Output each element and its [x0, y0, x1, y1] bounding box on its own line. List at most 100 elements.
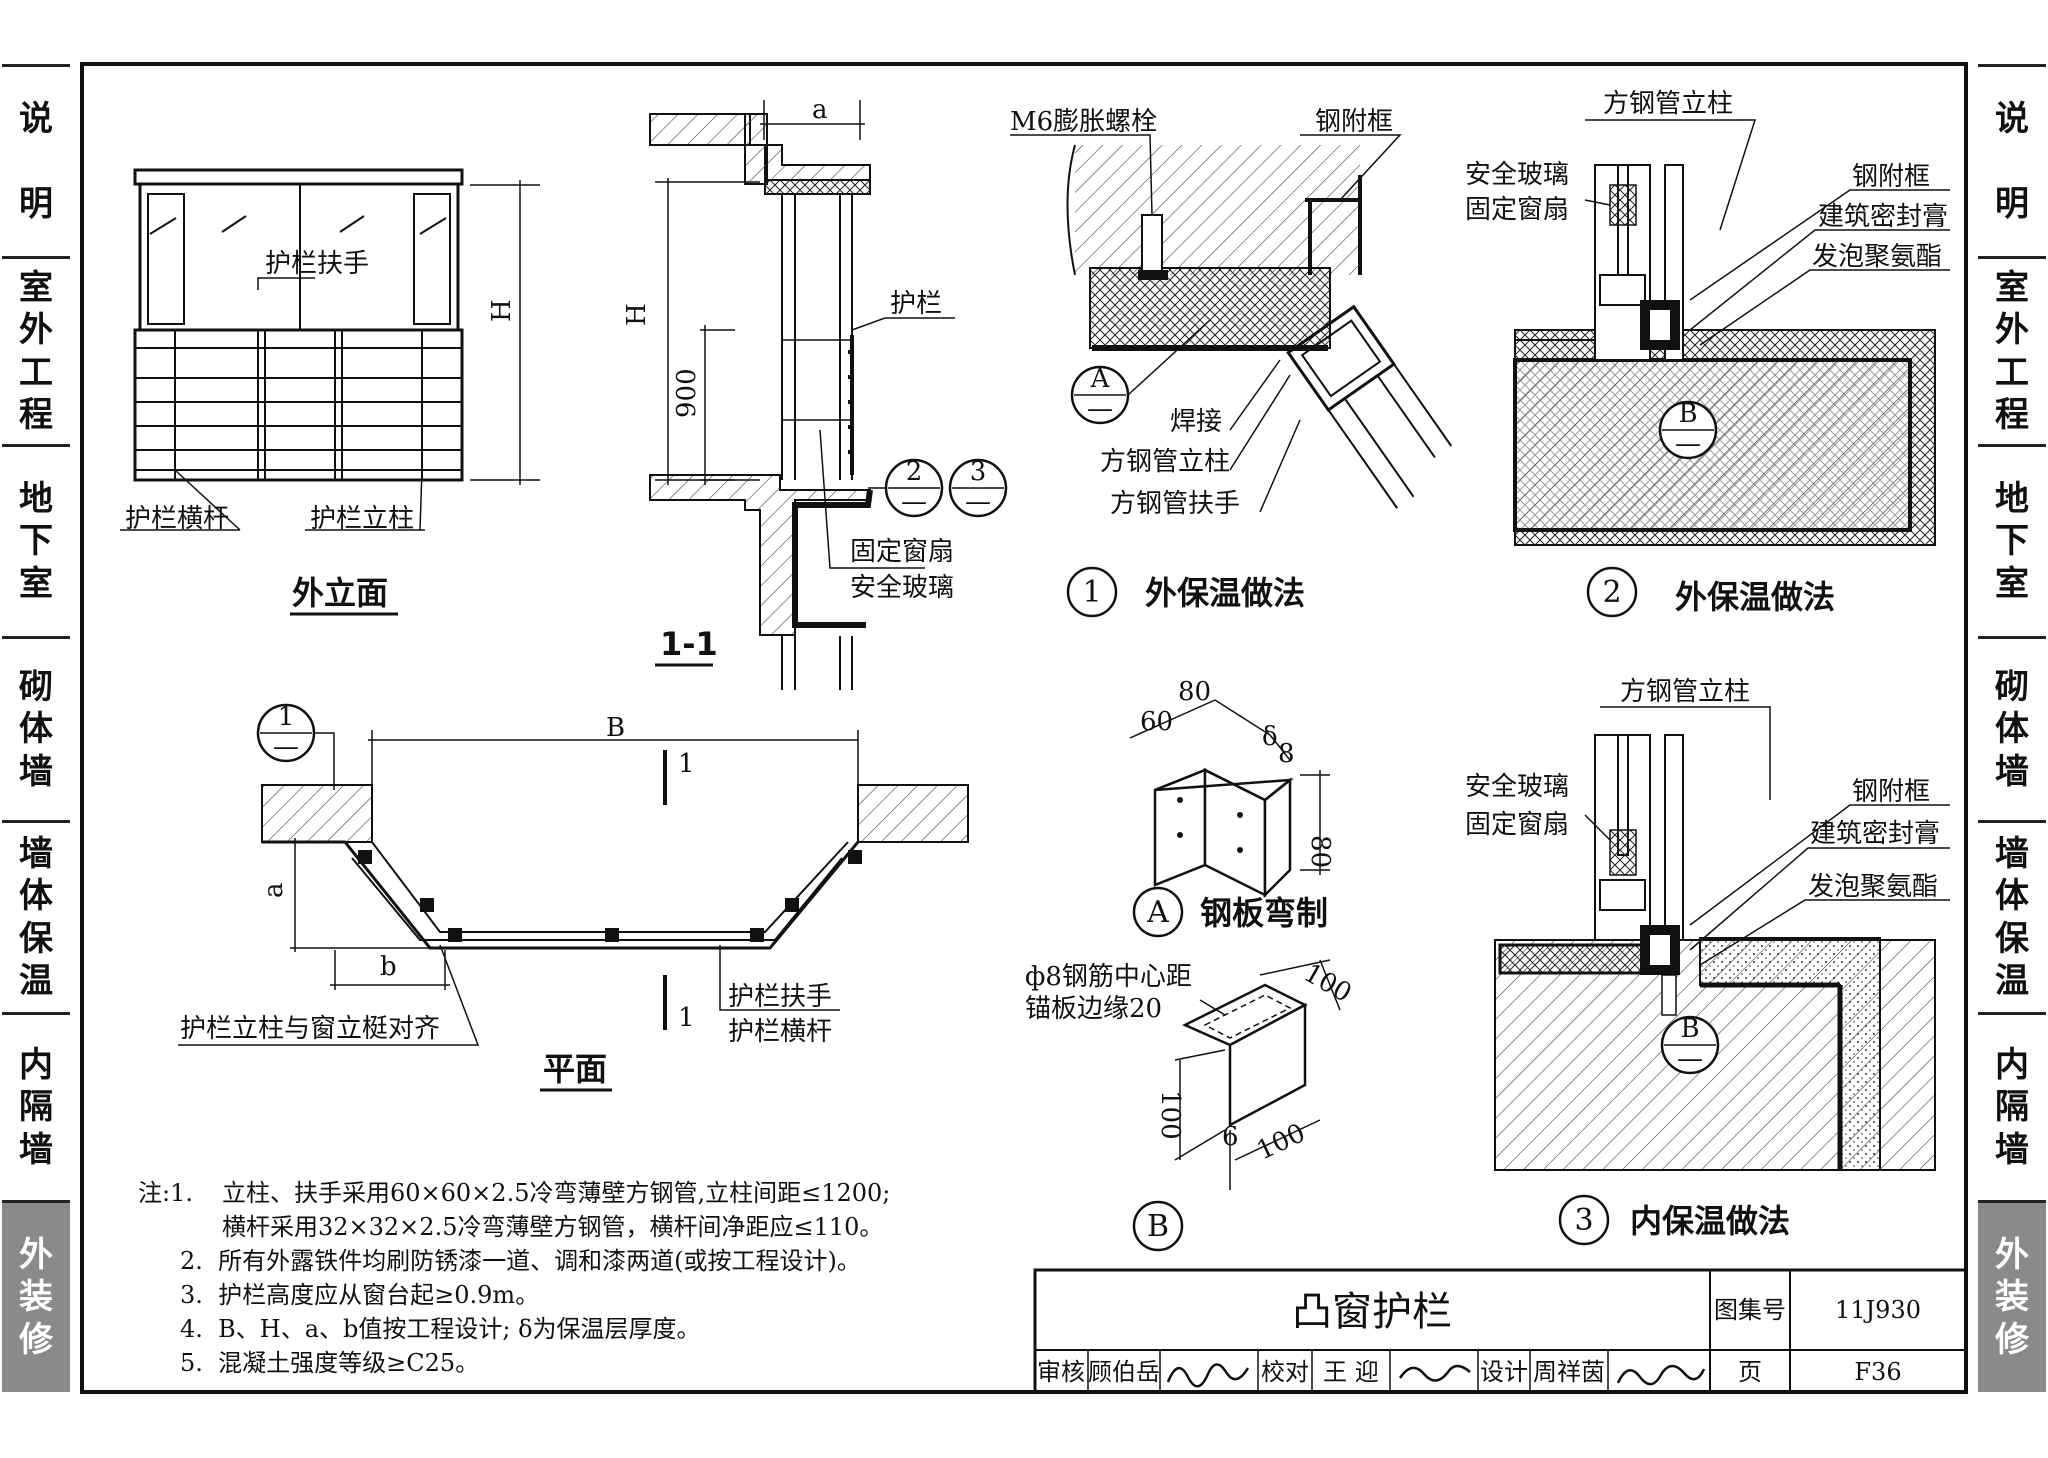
atlas-number: 11J930: [1835, 1296, 1921, 1324]
elevation-rail-label: 护栏横杆: [125, 504, 229, 534]
section-dim-h: H: [622, 303, 652, 326]
reviewer-signature: [1166, 1363, 1250, 1388]
d2-foam-label: 发泡聚氨酯: [1812, 242, 1942, 272]
detail-b: ф8钢筋中心距 锚板边缘20 100 100 100 6 B: [1025, 958, 1357, 1252]
note-head: 注:1.: [138, 1179, 193, 1207]
ref-sub-text: —: [965, 487, 991, 517]
plan-dim-b-total: B: [606, 713, 625, 743]
d2-sash-label: 固定窗扇: [1465, 195, 1569, 225]
right-tab-3[interactable]: 砌 体 墙: [1978, 636, 2046, 820]
designer-name: 周祥茵: [1533, 1358, 1605, 1386]
db-label: B: [1147, 1209, 1169, 1244]
design-label: 设计: [1480, 1358, 1528, 1386]
note-2: 2. 所有外露铁件均刷防锈漆一道、调和漆两道(或按工程设计)。: [180, 1247, 861, 1275]
d3-number: 3: [1574, 1203, 1593, 1238]
reviewer-name: 顾伯岳: [1088, 1358, 1160, 1386]
elevation-caption: 外立面: [292, 574, 388, 612]
sheet-border: [80, 62, 1968, 1394]
plan-ref-1: 1: [278, 702, 295, 732]
da-dim-80a: 80: [1178, 677, 1211, 707]
d2-sealant-label: 建筑密封膏: [1818, 202, 1948, 232]
left-tab-4[interactable]: 墙 体 保 温: [2, 820, 70, 1012]
d3-post-label: 方钢管立柱: [1620, 677, 1750, 707]
note-1: 立柱、扶手采用60×60×2.5冷弯薄壁方钢管,立柱间距≤1200;: [222, 1179, 891, 1207]
left-tab-2[interactable]: 地 下 室: [2, 444, 70, 636]
section-glass-label: 安全玻璃: [850, 573, 954, 603]
detail-3: 方钢管立柱 安全玻璃 固定窗扇 钢附框 建筑密封膏 发泡聚氨酯 B — 3 内保…: [1465, 677, 1950, 1246]
plan-align-note: 护栏立柱与窗立梃对齐: [180, 1014, 440, 1044]
d1-number: 1: [1082, 575, 1101, 610]
da-dim-80b: 80: [1305, 835, 1335, 868]
plan-dim-b: b: [380, 952, 397, 982]
title-block: 凸窗护栏 图集号 11J930 页 F36 审核 顾伯岳 校对 王 迎 设计 周…: [1033, 1268, 1968, 1394]
d1-frame-label: 钢附框: [1315, 107, 1393, 137]
db-dim-100a: 100: [1299, 958, 1357, 1009]
plan-cut-bottom: 1: [678, 1003, 695, 1033]
d3-caption: 内保温做法: [1630, 1202, 1790, 1240]
db-dim-100c: 100: [1252, 1118, 1310, 1166]
elevation-post-label: 护栏立柱: [310, 504, 414, 534]
designer-signature: [1616, 1364, 1706, 1386]
d3-foam-label: 发泡聚氨酯: [1808, 872, 1938, 902]
elevation-view: H 护栏扶手 护栏横杆 护栏立柱 外立面: [120, 168, 540, 616]
d3-glass-label: 安全玻璃: [1465, 772, 1569, 802]
section-ref-3: 3: [970, 457, 987, 487]
d3-sealant-label: 建筑密封膏: [1810, 819, 1940, 849]
left-tab-3[interactable]: 砌 体 墙: [2, 636, 70, 820]
d2-number: 2: [1602, 575, 1621, 610]
section-view: a H 900 护栏 固定窗扇 安全玻璃 2 — 3 — 1-1: [622, 95, 1008, 690]
plan-caption: 平面: [543, 1050, 607, 1088]
d2-ref-b: B: [1678, 399, 1697, 429]
elevation-height-dim: H: [487, 299, 517, 322]
d2-frame-label: 钢附框: [1852, 162, 1930, 192]
d3-sash-label: 固定窗扇: [1465, 810, 1569, 840]
d3-ref-b: B: [1680, 1014, 1699, 1044]
right-tab-0[interactable]: 说 明: [1978, 64, 2046, 256]
da-label: A: [1146, 895, 1169, 930]
checker-signature: [1398, 1364, 1471, 1382]
d2-glass-label: 安全玻璃: [1465, 160, 1569, 190]
ref-sub-text: —: [1677, 1044, 1703, 1074]
right-tab-2[interactable]: 地 下 室: [1978, 444, 2046, 636]
ref-sub-text: —: [1675, 429, 1701, 459]
elevation-handrail-label: 护栏扶手: [265, 249, 369, 279]
section-dim-a: a: [812, 95, 828, 125]
d2-post-label: 方钢管立柱: [1603, 89, 1733, 119]
section-guard-label: 护栏: [890, 289, 942, 319]
plan-dim-a: a: [259, 882, 289, 898]
page-number: F36: [1854, 1358, 1901, 1386]
plan-cut-top: 1: [678, 749, 695, 779]
left-tab-0[interactable]: 说 明: [2, 64, 70, 256]
checker-name: 王 迎: [1323, 1358, 1379, 1386]
note-5: 5. 混凝土强度等级≥C25。: [180, 1349, 480, 1377]
right-tab-5[interactable]: 内 隔 墙: [1978, 1012, 2046, 1200]
drawing-title: 凸窗护栏: [1292, 1289, 1452, 1335]
detail-2: 方钢管立柱 安全玻璃 固定窗扇 钢附框 建筑密封膏 发泡聚氨酯 B — 2 外保…: [1465, 89, 1950, 618]
note-1b: 横杆采用32×32×2.5冷弯薄壁方钢管，横杆间净距应≤110。: [222, 1213, 884, 1241]
db-note1: ф8钢筋中心距: [1025, 962, 1192, 992]
d1-caption: 外保温做法: [1145, 574, 1305, 612]
ref-sub-text: —: [273, 732, 299, 762]
page-label: 页: [1738, 1358, 1762, 1386]
right-tab-1[interactable]: 室 外 工 程: [1978, 256, 2046, 444]
left-tab-1[interactable]: 室 外 工 程: [2, 256, 70, 444]
d1-post-label: 方钢管立柱: [1100, 447, 1230, 477]
section-dim-900: 900: [672, 368, 702, 418]
plan-handrail-label: 护栏扶手: [728, 982, 832, 1012]
left-tab-5[interactable]: 内 隔 墙: [2, 1012, 70, 1200]
d1-ref-a: A: [1090, 364, 1111, 394]
right-tab-6[interactable]: 外 装 修: [1978, 1200, 2046, 1392]
db-note2: 锚板边缘20: [1025, 994, 1162, 1024]
da-dim-60: 60: [1140, 707, 1173, 737]
note-3: 3. 护栏高度应从窗台起≥0.9m。: [180, 1281, 540, 1309]
detail-1: M6膨胀螺栓 钢附框 A — 焊接 方钢管立柱 方钢管扶手 1 外保温做法: [1010, 107, 1453, 618]
note-4: 4. B、H、a、b值按工程设计; δ为保温层厚度。: [180, 1315, 701, 1343]
right-tab-4[interactable]: 墙 体 保 温: [1978, 820, 2046, 1012]
section-sash-label: 固定窗扇: [850, 537, 954, 567]
ref-sub-text: —: [901, 487, 927, 517]
d1-bolt-label: M6膨胀螺栓: [1010, 107, 1157, 137]
left-tab-6[interactable]: 外 装 修: [2, 1200, 70, 1392]
d2-caption: 外保温做法: [1675, 578, 1835, 616]
atlas-label: 图集号: [1714, 1296, 1786, 1324]
